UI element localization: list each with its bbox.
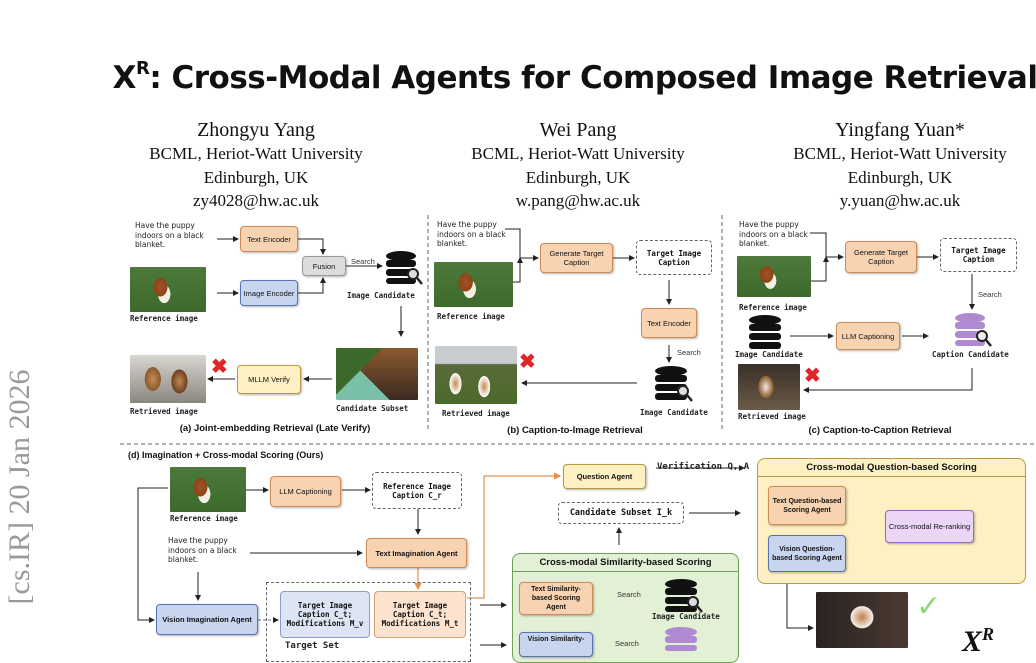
vision-imagination-agent: Vision Imagination Agent [156,604,258,635]
verification-label: Verification Q, A [657,462,750,472]
reference-label: Reference image [130,314,198,323]
author-email: y.yuan@hw.ac.uk [839,191,961,210]
search-label-2: Search [615,639,639,648]
reranking-box: Cross-modal Re-ranking [885,510,974,543]
target-caption-box: Target Image Caption [636,240,712,275]
retrieved-image [738,364,800,410]
query-text: Have the puppy indoors on a black blanke… [437,220,506,248]
query-text: Have the puppy indoors on a black blanke… [168,536,237,564]
question-panel-title: Cross-modal Question-based Scoring [758,459,1025,477]
database-icon [385,250,423,291]
panel-c-caption: (c) Caption-to-Caption Retrieval [808,425,952,436]
caption-database-icon [954,312,994,353]
image-candidate-label: Image Candidate [347,291,415,300]
panel-a-caption: (a) Joint-embedding Retrieval (Late Veri… [179,423,371,434]
vision-question-agent: Vision Question-based Scoring Agent [768,535,846,572]
image-encoder-box: Image Encoder [240,280,298,306]
text-similarity-agent: Text Similarity-based Scoring Agent [519,582,593,615]
candidate-subset-box: Candidate Subset I_k [558,502,684,524]
text-imagination-agent: Text Imagination Agent [366,538,467,568]
generate-caption-box: Generate Target Caption [540,243,613,273]
similarity-panel-title: Cross-modal Similarity-based Scoring [513,554,738,572]
search-label: Search [677,348,701,357]
search-label: Search [617,590,641,599]
image-candidate-label: Image Candidate [640,408,708,417]
paper-title: XR: Cross-Modal Agents for Composed Imag… [112,58,1036,96]
text-question-agent: Text Question-based Scoring Agent [768,486,846,525]
panel-d-heading: (d) Imagination + Cross-modal Scoring (O… [128,450,324,460]
query-text: Have the puppy indoors on a black blanke… [135,221,204,249]
reference-label: Reference image [170,514,238,523]
reference-image [434,262,513,307]
reference-label: Reference image [437,312,505,321]
llm-captioning-box: LLM Captioning [270,476,341,507]
query-text: Have the puppy indoors on a black blanke… [739,220,808,248]
reference-caption-box: Reference Image Caption C_r [372,472,462,509]
text-encoder-box: Text Encoder [240,226,298,252]
author-email: w.pang@hw.ac.uk [515,191,641,210]
image-candidate-label: Image Candidate [652,612,720,621]
fail-x-icon: ✖ [804,365,821,387]
retrieved-label: Retrieved image [442,409,510,418]
reference-image [737,256,811,297]
question-agent: Question Agent [563,464,646,489]
author-1: Zhongyu Yang BCML, Heriot-Watt Universit… [106,118,406,213]
arxiv-stamp: [cs.IR] 20 Jan 2026 [3,369,36,605]
search-label: Search [351,257,375,266]
retrieved-label: Retrieved image [738,412,806,421]
author-location: Edinburgh, UK [847,167,953,187]
author-location: Edinburgh, UK [525,167,631,187]
retrieved-label: Retrieved image [130,407,198,416]
xr-logo: XR [962,624,995,658]
caption-database-icon [664,627,704,656]
target-set-label: Target Set [285,641,340,651]
vision-similarity-agent: Vision Similarity- [519,632,593,657]
fusion-box: Fusion [302,256,346,276]
fail-x-icon: ✖ [211,356,228,378]
author-affiliation: BCML, Heriot-Watt University [471,144,685,163]
reference-label: Reference image [739,303,807,312]
author-affiliation: BCML, Heriot-Watt University [793,144,1007,163]
database-icon [748,314,784,355]
author-3: Yingfang Yuan* BCML, Heriot-Watt Univers… [750,118,1036,213]
mllm-verify-box: MLLM Verify [237,365,301,394]
author-2: Wei Pang BCML, Heriot-Watt University Ed… [428,118,728,213]
target-text-box: Target Image Caption C_t; Modifications … [374,591,466,638]
generate-caption-box: Generate Target Caption [845,241,917,273]
panel-b-caption: (b) Caption-to-Image Retrieval [507,425,643,436]
database-icon [664,579,704,618]
author-name: Wei Pang [539,119,617,141]
final-retrieved-image [816,592,908,648]
author-name: Zhongyu Yang [197,119,315,141]
retrieved-image [435,346,517,404]
author-affiliation: BCML, Heriot-Watt University [149,144,363,163]
target-vision-box: Target Image Caption C_t; Modifications … [280,591,370,638]
caption-candidate-label: Caption Candidate [932,350,1009,359]
fail-x-icon: ✖ [519,351,536,373]
text-encoder-box: Text Encoder [641,308,697,338]
search-label: Search [978,290,1002,299]
llm-captioning-box: LLM Captioning [836,322,900,350]
reference-image [130,267,206,312]
author-name: Yingfang Yuan* [835,119,965,141]
retrieved-image [130,355,206,403]
reference-image [170,467,246,512]
target-caption-box: Target Image Caption [940,238,1017,272]
candidate-subset-label: Candidate Subset [336,404,409,413]
candidate-subset-images [336,348,418,400]
success-check-icon: ✓ [916,590,942,623]
author-email: zy4028@hw.ac.uk [193,191,319,210]
author-location: Edinburgh, UK [203,167,309,187]
database-icon [654,365,694,408]
image-candidate-label: Image Candidate [735,350,803,359]
